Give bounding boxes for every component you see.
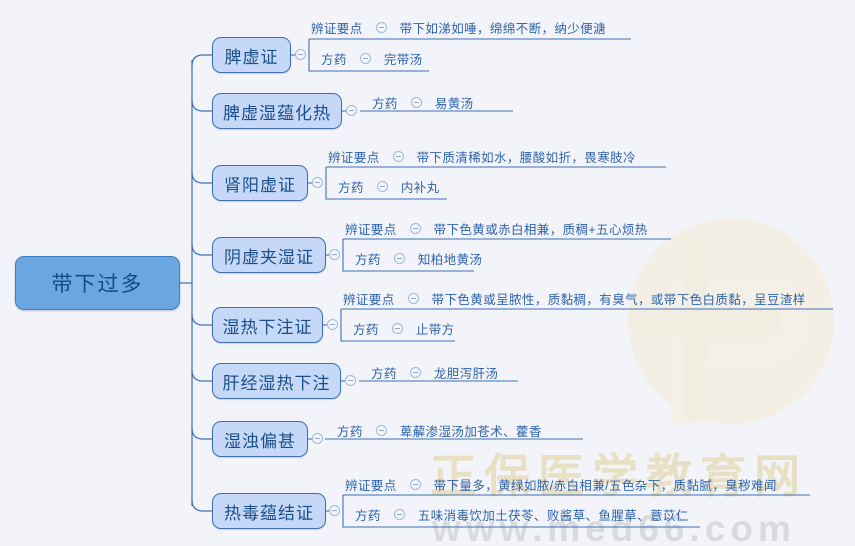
branch-node-label: 湿热下注证 [222,317,313,337]
leaf-label: 辨证要点 [345,479,397,493]
collapse-minus-icon[interactable] [376,181,388,192]
leaf-value: 易黄汤 [434,97,474,111]
collapse-toggle-yin-xu-jia-shi-zheng[interactable] [329,249,340,260]
leaf-row-key-points[interactable]: 辨证要点 带下质清稀如水，腰酸如折，畏寒肢冷 [328,147,636,166]
leaf-value: 五味消毒饮加土茯苓、败酱草、鱼腥草、薏苡仁 [417,509,689,523]
leaf-label: 方药 [355,253,381,267]
collapse-minus-icon[interactable] [359,53,371,64]
collapse-toggle-shi-re-xia-zhu-zheng[interactable] [327,319,338,330]
branch-node-shi-re-xia-zhu-zheng[interactable]: 湿热下注证 [212,307,323,343]
branch-node-pi-xu-shi-yun-hua-re[interactable]: 脾虚湿蕴化热 [212,93,342,129]
leaf-label: 方药 [338,181,364,195]
branch-node-label: 热毒蕴结证 [224,503,314,523]
collapse-minus-icon[interactable] [393,509,405,520]
branch-node-shen-yang-xu-zheng[interactable]: 肾阳虚证 [212,165,308,201]
collapse-toggle-gan-jing-shi-re-xia-zhu[interactable] [345,375,356,386]
leaf-row-formula[interactable]: 方药 内补丸 [338,177,440,196]
leaf-row-key-points[interactable]: 辨证要点 带下色黄或呈脓性，质黏稠，有臭气，或带下色白质黏，呈豆渣样 [343,289,806,308]
leaf-row-formula[interactable]: 方药 知柏地黄汤 [355,249,482,268]
branch-node-yin-xu-jia-shi-zheng[interactable]: 阴虚夹湿证 [212,237,326,273]
branch-node-label: 肝经湿热下注 [222,373,331,393]
branch-node-re-du-yun-jie-zheng[interactable]: 热毒蕴结证 [212,493,326,529]
leaf-label: 辨证要点 [343,293,395,307]
root-node-label: 带下过多 [51,273,144,296]
branch-node-pi-xu-zheng[interactable]: 脾虚证 [212,37,291,73]
collapse-minus-icon[interactable] [391,323,403,334]
leaf-row-key-points[interactable]: 辨证要点 带下如涕如唾，绵绵不断，纳少便溏 [311,18,606,37]
collapse-toggle-pi-xu-shi-yun-hua-re[interactable] [346,105,357,116]
branch-node-shi-zhuo-pian-shen[interactable]: 湿浊偏甚 [212,421,308,457]
collapse-minus-icon[interactable] [392,151,404,162]
leaf-value: 带下色黄或赤白相兼，质稠+五心烦热 [433,223,648,237]
leaf-row-formula[interactable]: 方药 完带汤 [321,49,423,68]
leaf-label: 辨证要点 [311,22,363,36]
leaf-row-key-points[interactable]: 辨证要点 带下量多，黄绿如脓/赤白相兼/五色杂下，质黏腻，臭秽难闻 [345,475,777,494]
watermark-brand: 正保医学教育网 [430,450,808,502]
leaf-value: 完带汤 [383,53,423,67]
leaf-row-formula[interactable]: 方药 萆薢渗湿汤加苍术、藿香 [337,421,542,440]
leaf-value: 龙胆泻肝汤 [433,367,499,381]
collapse-minus-icon[interactable] [375,425,387,436]
branch-node-label: 阴虚夹湿证 [224,247,314,267]
leaf-label: 方药 [353,323,379,337]
collapse-toggle-re-du-yun-jie-zheng[interactable] [329,505,340,516]
branch-node-label: 脾虚证 [224,47,279,67]
collapse-minus-icon[interactable] [407,293,419,304]
leaf-value: 带下色黄或呈脓性，质黏稠，有臭气，或带下色白质黏，呈豆渣样 [431,293,806,307]
leaf-label: 方药 [321,53,347,67]
collapse-minus-icon[interactable] [409,223,421,234]
leaf-row-formula[interactable]: 方药 五味消毒饮加土茯苓、败酱草、鱼腥草、薏苡仁 [355,505,689,524]
leaf-value: 带下质清稀如水，腰酸如折，畏寒肢冷 [416,151,636,165]
collapse-minus-icon[interactable] [410,97,422,108]
leaf-value: 带下如涕如唾，绵绵不断，纳少便溏 [399,22,607,36]
leaf-value: 知柏地黄汤 [417,253,483,267]
branch-node-label: 肾阳虚证 [224,175,296,195]
leaf-value: 内补丸 [400,181,440,195]
collapse-minus-icon[interactable] [393,253,405,264]
branch-node-gan-jing-shi-re-xia-zhu[interactable]: 肝经湿热下注 [212,363,341,399]
leaf-label: 方药 [371,367,397,381]
branch-node-label: 湿浊偏甚 [224,431,296,451]
collapse-minus-icon[interactable] [409,479,421,490]
collapse-toggle-pi-xu-zheng[interactable] [295,49,306,60]
leaf-value: 带下量多，黄绿如脓/赤白相兼/五色杂下，质黏腻，臭秽难闻 [433,479,777,493]
collapse-toggle-shi-zhuo-pian-shen[interactable] [312,433,323,444]
leaf-label: 辨证要点 [345,223,397,237]
leaf-label: 方药 [337,425,363,439]
leaf-label: 方药 [372,97,398,111]
leaf-label: 方药 [355,509,381,523]
brand-logo-watermark-icon [628,218,834,424]
leaf-label: 辨证要点 [328,151,380,165]
root-node[interactable]: 带下过多 [15,256,180,310]
collapse-toggle-shen-yang-xu-zheng[interactable] [312,177,323,188]
leaf-row-key-points[interactable]: 辨证要点 带下色黄或赤白相兼，质稠+五心烦热 [345,219,648,238]
leaf-row-formula[interactable]: 方药 龙胆泻肝汤 [371,363,498,382]
leaf-value: 止带方 [415,323,455,337]
leaf-row-formula[interactable]: 方药 止带方 [353,319,455,338]
leaf-value: 萆薢渗湿汤加苍术、藿香 [399,425,542,439]
collapse-minus-icon[interactable] [409,367,421,378]
collapse-minus-icon[interactable] [375,22,387,33]
branch-node-label: 脾虚湿蕴化热 [223,103,331,123]
leaf-row-formula[interactable]: 方药 易黄汤 [372,93,474,112]
